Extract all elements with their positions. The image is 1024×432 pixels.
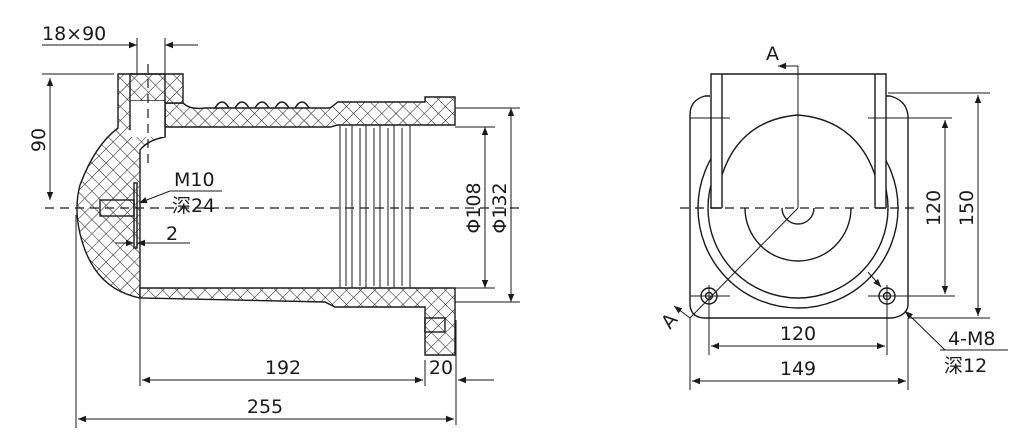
dim-body-length: 192: [265, 357, 301, 379]
dim-height-90: 90: [28, 128, 50, 152]
dim-inner-dia: Φ108: [463, 182, 485, 233]
dim-hole-spacing-v: 120: [923, 190, 945, 226]
dim-hole-spacing-h: 120: [780, 323, 816, 345]
metal-plate: [133, 182, 138, 249]
body-wall-top: [164, 96, 456, 128]
dimensions: 18×90 90 M10 深24 2 Φ108 Φ132 192 20: [28, 23, 520, 428]
hole-label: 4-M8: [948, 328, 995, 350]
side-view: 18×90 90 M10 深24 2 Φ108 Φ132 192 20: [28, 23, 520, 428]
dim-outer-dia: Φ132: [489, 182, 511, 233]
hole-depth: 深12: [944, 355, 987, 377]
dim-width: 149: [780, 358, 816, 380]
section-mark-top: A: [766, 43, 779, 65]
ribs-top: [214, 101, 310, 109]
dim-height-150: 150: [956, 190, 978, 226]
inner-ribs: [339, 125, 411, 288]
dim-flange: 20: [429, 357, 453, 379]
dim-slot: 18×90: [42, 23, 106, 45]
section-mark-bottom: A: [657, 309, 682, 333]
thread-label: M10: [174, 169, 215, 191]
front-view: A A 120 150 120 149 4-M8 深12: [657, 43, 1008, 390]
dim-plate: 2: [166, 223, 178, 245]
dim-total-length: 255: [247, 396, 283, 418]
mounting-plate: [689, 95, 909, 319]
thread-depth: 深24: [172, 195, 215, 217]
body-wall-bottom: [139, 287, 456, 356]
flange-hole: [424, 317, 446, 333]
